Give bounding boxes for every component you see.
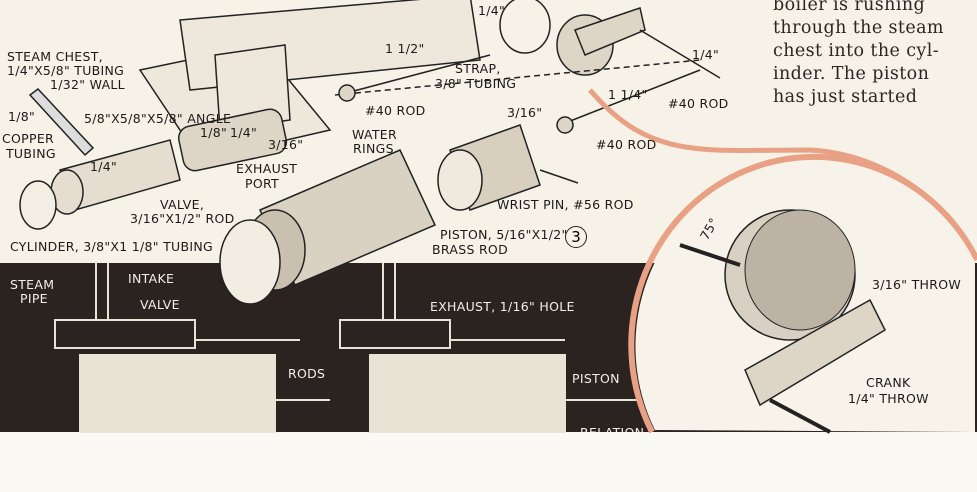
article-line: through the steam: [773, 18, 944, 38]
copper-tubing-part: [28, 87, 95, 157]
label-valve-rod: 3/16"X1/2" ROD: [130, 211, 235, 226]
label-strap-tubing: 3/8" TUBING: [435, 76, 517, 91]
label-piston: PISTON, 5/16"X1/2": [440, 227, 568, 242]
label-throw-small: 3/16" THROW: [872, 277, 962, 292]
label-dim-1-4-cyl: 1/4": [90, 159, 118, 174]
label-dim-1-8: 1/8": [200, 125, 228, 140]
label-dim-1-1-2: 1 1/2": [385, 41, 425, 56]
label-rod-40: #40 ROD: [365, 103, 426, 118]
label-exhaust-hole: EXHAUST, 1/16" HOLE: [430, 299, 575, 314]
label-port: PORT: [245, 176, 279, 191]
label-dim-3-16-b: 3/16": [268, 137, 304, 152]
label-intake: INTAKE: [128, 271, 175, 286]
label-steam: STEAM: [10, 277, 55, 292]
article-line: chest into the cyl-: [773, 41, 940, 61]
article-text: boiler is rushing through the steam ches…: [773, 0, 944, 109]
article-line: boiler is rushing: [773, 0, 926, 15]
label-rod-40: #40 ROD: [596, 137, 657, 152]
label-steam-chest-size: 1/4"X5/8" TUBING: [7, 63, 125, 78]
label-valve: VALVE,: [160, 197, 205, 212]
label-valve-section: VALVE: [140, 297, 180, 312]
strap-and-crank-part: [334, 0, 721, 184]
label-pipe: PIPE: [20, 291, 48, 306]
main-cylinder-part: [219, 149, 437, 305]
label-copper-tubing: TUBING: [6, 146, 56, 161]
label-steam-chest-wall: 1/32" WALL: [50, 77, 125, 92]
label-copper-size: 1/8": [8, 109, 36, 124]
label-water: WATER: [352, 127, 397, 142]
steam-chest-part: [178, 108, 288, 172]
crank-detail-inset: [588, 88, 977, 434]
label-strap: STRAP,: [455, 61, 501, 76]
label-dim-1-4-mid: 1/4": [230, 125, 258, 140]
section-diagram: [54, 263, 640, 433]
article-line: has just started: [773, 87, 918, 107]
label-dim-1-4-top: 1/4": [478, 3, 506, 18]
label-rod-40: #40 ROD: [668, 96, 729, 111]
label-exhaust: EXHAUST: [236, 161, 298, 176]
label-dim-3-16: 3/16": [507, 105, 543, 120]
article-line: inder. The piston: [773, 64, 930, 84]
piston-part: [437, 124, 541, 211]
label-dim-1-4: 1/4": [692, 47, 720, 62]
label-angle: 5/8"X5/8"X5/8" ANGLE: [84, 111, 232, 126]
label-cylinder: CYLINDER, 3/8"X1 1/8" TUBING: [10, 239, 213, 254]
label-rings: RINGS: [353, 141, 394, 156]
label-copper: COPPER: [2, 131, 55, 146]
label-rods: RODS: [288, 366, 326, 381]
label-throw-large: 1/4" THROW: [848, 391, 929, 406]
label-wrist-pin: WRIST PIN, #56 ROD: [497, 197, 634, 212]
label-piston-section: PISTON: [572, 371, 620, 386]
label-steam-chest: STEAM CHEST,: [7, 49, 103, 64]
label-relation: RELATION: [580, 426, 644, 432]
cylinder-part: [19, 139, 181, 230]
figure-number: 3: [565, 226, 587, 248]
label-crank: CRANK: [866, 375, 911, 390]
label-brass-rod: BRASS ROD: [432, 242, 508, 257]
label-dim-1-1-4: 1 1/4": [608, 87, 648, 102]
